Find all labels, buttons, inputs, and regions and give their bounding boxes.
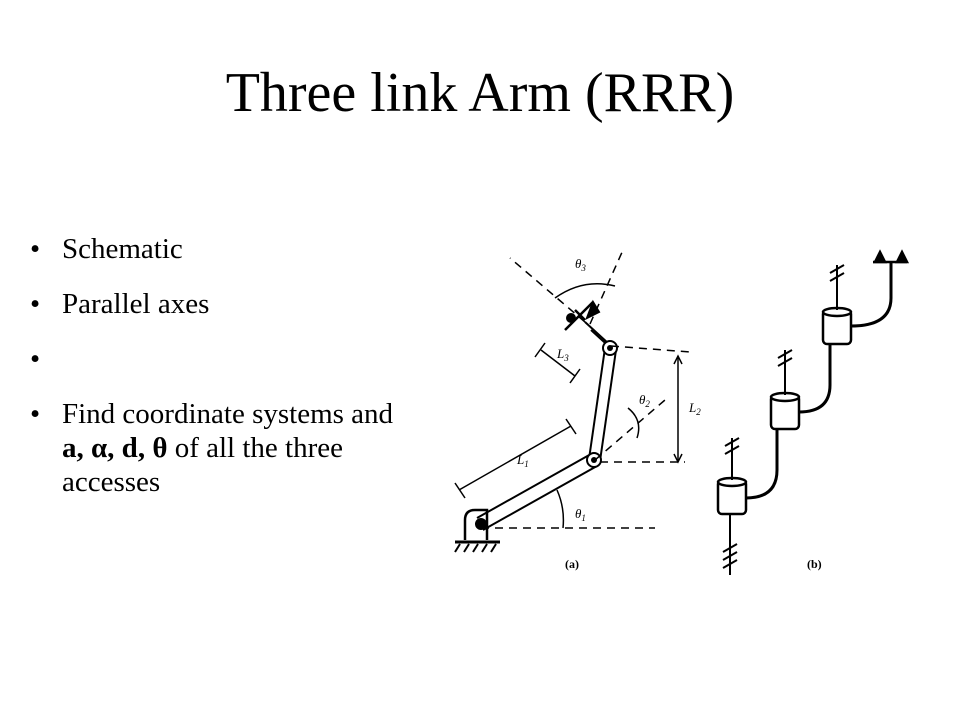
bullet-item: • Parallel axes	[30, 287, 410, 321]
angle-arc-theta1	[556, 489, 565, 529]
angle-arc-theta3	[554, 283, 616, 299]
end-effector-icon	[564, 299, 601, 331]
bullet-list: • Schematic • Parallel axes • • Find coo…	[30, 232, 410, 520]
bullet-text-suffix: of all the three accesses	[62, 432, 343, 498]
label-L3: L3	[556, 346, 569, 363]
dimension-L2	[673, 354, 683, 464]
cylinder-joint-3	[821, 306, 853, 346]
slide-title: Three link Arm (RRR)	[225, 62, 735, 124]
label-L2: L2	[688, 400, 701, 417]
bullet-dot: •	[30, 343, 41, 375]
label-theta3: θ3	[575, 256, 586, 273]
link-1	[476, 453, 598, 531]
schematic-a	[454, 249, 691, 553]
dimension-L1	[454, 418, 577, 499]
bullet-dot: •	[30, 233, 41, 265]
robot-arm-figure: θ1 θ2 θ3 L1 L2 L3 (a)	[454, 249, 910, 575]
base-ground-icon	[454, 508, 500, 553]
schematic-a-labels: θ1 θ2 θ3 L1 L2 L3 (a)	[516, 256, 701, 571]
label-theta1: θ1	[575, 506, 586, 523]
bullet-text-prefix: Find coordinate systems and	[62, 398, 394, 430]
bullet-item: • Find coordinate systems and a, α, d, θ…	[30, 397, 410, 499]
bullet-item: •	[30, 342, 410, 376]
bullet-dot: •	[30, 288, 41, 320]
bullet-text: Parallel axes	[62, 288, 210, 320]
link-2	[588, 347, 617, 462]
gripper-icon	[850, 249, 910, 328]
angle-arc-theta2	[627, 407, 640, 439]
bullet-text: Find coordinate systems and a, α, d, θ o…	[62, 398, 393, 498]
bullet-text-variables: a, α, d, θ	[62, 432, 168, 464]
bullet-item: • Schematic	[30, 232, 410, 266]
label-theta2: θ2	[639, 392, 650, 409]
ground-b-icon	[722, 515, 738, 575]
caption-a: (a)	[565, 557, 579, 571]
joint-1	[475, 518, 487, 530]
cylinder-joint-1	[716, 476, 748, 516]
label-L1: L1	[516, 452, 529, 469]
cylinder-joint-2	[769, 391, 801, 431]
bullet-dot: •	[30, 398, 41, 430]
schematic-b	[716, 249, 910, 575]
dimension-L3	[534, 342, 581, 384]
reference-lines	[481, 249, 691, 529]
caption-b: (b)	[807, 557, 822, 571]
bullet-text: Schematic	[62, 233, 183, 265]
